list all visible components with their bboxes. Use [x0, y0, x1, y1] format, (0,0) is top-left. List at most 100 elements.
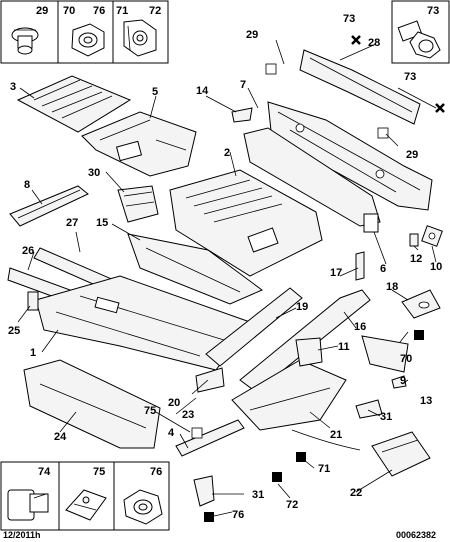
marker-73-right [435, 103, 445, 113]
inset-part-74: 74 [0, 461, 60, 531]
plug-74-icon [7, 489, 49, 521]
callout-70: 70 [400, 353, 412, 365]
callout-73-top: 73 [343, 13, 355, 25]
marker-73-top [351, 35, 361, 45]
callout-23: 23 [182, 409, 194, 421]
part-9-bracket [361, 335, 409, 373]
callout-2: 2 [224, 147, 230, 159]
inset-part-76: 76 [113, 461, 170, 531]
part-8-side-reinforcement [9, 185, 89, 227]
clip-29-icon [11, 27, 39, 55]
fastener-markers [191, 35, 445, 522]
callout-4: 4 [168, 427, 175, 439]
marker-29-right [377, 127, 389, 139]
inset-part-29: 29 [0, 0, 59, 64]
footer-date: 12/2011h [3, 530, 41, 540]
cage-nut-icon [123, 19, 157, 57]
part-6-bracket [243, 127, 381, 233]
callout-18: 18 [386, 281, 398, 293]
callout-6: 6 [380, 263, 386, 275]
inset-part-70-76: 70 76 [57, 0, 114, 64]
callout-31-right: 31 [380, 411, 392, 423]
bolt-icon [397, 20, 441, 59]
callout-28: 28 [368, 37, 380, 49]
callout-11: 11 [338, 341, 350, 353]
callout-14: 14 [196, 85, 209, 97]
callout-75: 75 [144, 405, 156, 417]
part-30-bracket [117, 185, 159, 223]
part-15-tunnel-panel [127, 233, 263, 305]
callout-8: 8 [24, 179, 30, 191]
callout-29-top: 29 [246, 29, 258, 41]
part-18-bracket [401, 289, 441, 319]
inset-label-70: 70 [63, 5, 75, 17]
callout-22: 22 [350, 487, 362, 499]
clip-75-icon [65, 489, 107, 521]
footer-reference: 00062382 [396, 530, 436, 540]
callout-12: 12 [410, 253, 422, 265]
callout-25: 25 [8, 325, 20, 337]
callout-3: 3 [10, 81, 16, 93]
part-11-bracket [295, 337, 323, 367]
callout-5: 5 [152, 86, 158, 98]
callout-73-right: 73 [404, 71, 416, 83]
inset-part-75: 75 [58, 461, 115, 531]
hex-nut-76-icon [123, 489, 163, 525]
callout-71: 71 [318, 463, 330, 475]
inset-top-row: 29 70 76 71 72 [0, 0, 450, 64]
callout-16: 16 [354, 321, 366, 333]
part-3-rear-floor [16, 75, 132, 133]
inset-part-73: 73 [391, 0, 450, 64]
callout-15: 15 [96, 217, 108, 229]
inset-label-75: 75 [93, 466, 105, 478]
part-31-bracket-b [193, 475, 215, 507]
part-28-rear-crossmember [299, 49, 421, 125]
inset-part-71-72: 71 72 [112, 0, 169, 64]
marker-72 [272, 472, 282, 482]
part-21-crossmember [231, 359, 347, 431]
part-25-bracket [27, 291, 39, 311]
callout-21: 21 [330, 429, 342, 441]
part-22-panel [371, 431, 431, 477]
part-14-plate [231, 107, 253, 123]
inset-label-72: 72 [149, 5, 161, 17]
inset-label-71: 71 [116, 5, 128, 17]
part-19-member [205, 287, 303, 367]
inset-label-74: 74 [38, 466, 51, 478]
callout-76: 76 [232, 509, 244, 521]
callout-24: 24 [54, 431, 67, 443]
callout-30: 30 [88, 167, 100, 179]
callout-10: 10 [430, 261, 442, 273]
callout-7: 7 [240, 79, 246, 91]
inset-label-29: 29 [36, 5, 48, 17]
inset-label-76: 76 [93, 5, 105, 17]
part-10-plate [421, 225, 443, 247]
part-20-bracket [195, 367, 225, 393]
marker-76 [204, 512, 214, 522]
callout-20: 20 [168, 397, 180, 409]
callout-13: 13 [420, 395, 432, 407]
callout-27: 27 [66, 217, 78, 229]
callout-labels: 3 5 14 7 29 73 28 73 29 2 8 30 15 27 26 … [8, 13, 442, 521]
part-7-rear-member [267, 101, 433, 211]
callout-9: 9 [400, 375, 406, 387]
part-24-side-floor [23, 359, 161, 449]
part-17-bracket [355, 251, 365, 281]
inset-bottom-row: 74 75 76 [0, 461, 170, 531]
part-12-clip [409, 233, 419, 247]
inset-label-76-bottom: 76 [150, 466, 162, 478]
part-4-front-member [175, 419, 245, 457]
marker-71 [296, 452, 306, 462]
inset-label-73: 73 [427, 5, 439, 17]
callout-1: 1 [30, 347, 36, 359]
callout-29-right: 29 [406, 149, 418, 161]
marker-75 [191, 427, 203, 439]
callout-26: 26 [22, 245, 34, 257]
part-5-trunk-pan [81, 111, 197, 177]
callout-19: 19 [296, 301, 308, 313]
callout-72: 72 [286, 499, 298, 511]
callout-17: 17 [330, 267, 342, 279]
marker-29-top [265, 63, 277, 75]
hex-nut-icon [71, 23, 105, 57]
